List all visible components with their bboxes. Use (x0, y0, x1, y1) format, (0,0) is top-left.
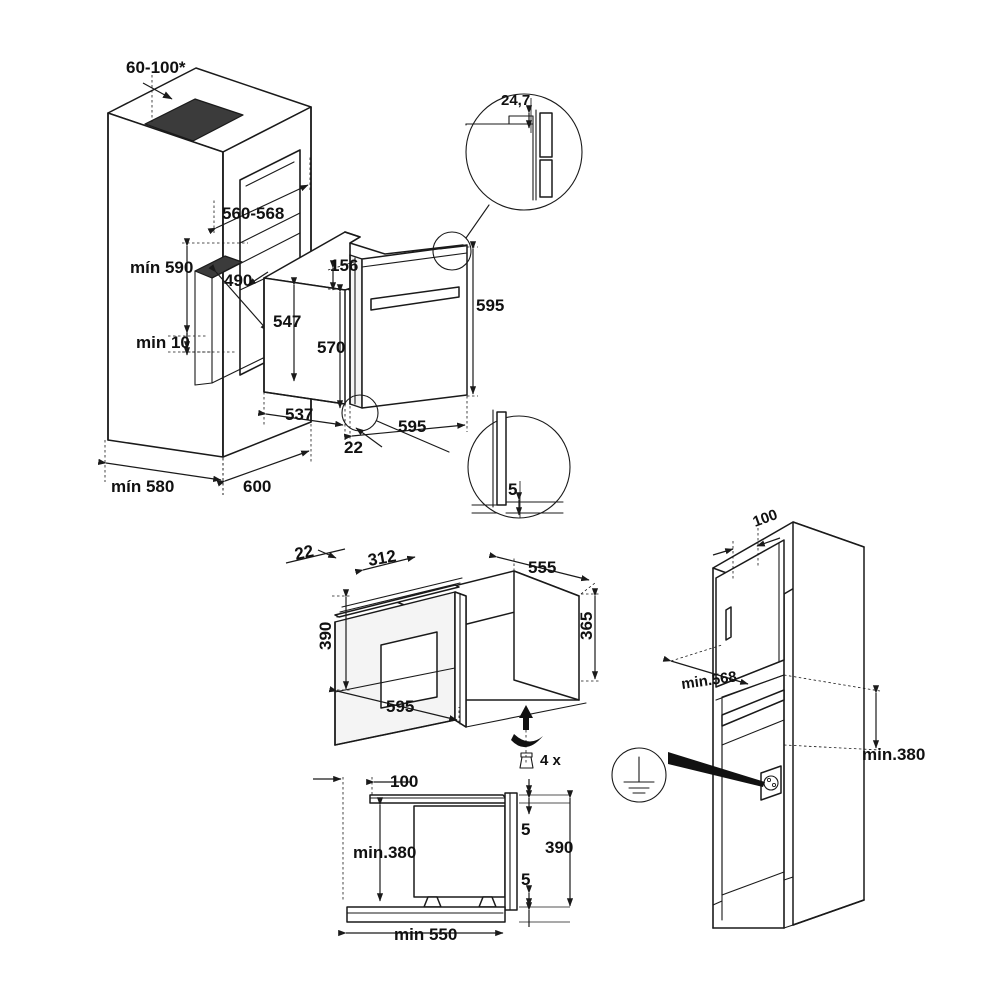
dim-label-vent: 60-100* (126, 58, 186, 77)
dim-cabinet-depth: 600 (216, 424, 312, 496)
dim-front-width: 595 (343, 396, 468, 442)
dim-front-height: 595 (467, 241, 504, 397)
dim-label-front-height: 595 (476, 296, 504, 315)
rotate-arrow-icon (511, 734, 543, 748)
dim-detail-upper: 24,7 (501, 92, 533, 133)
dim-label-bottom-gap: min 10 (136, 333, 190, 352)
dim-body-depth: 537 (257, 392, 346, 440)
dim-right-niche-height: min.380 (783, 674, 925, 764)
dim-label-niche-width: 560-568 (222, 204, 284, 223)
detail-circle-lower (467, 415, 571, 519)
dim-bottom-gap: min 10 (136, 325, 212, 356)
side-upper-shelf (369, 794, 511, 804)
dim-label-side-niche-depth: min 550 (394, 925, 457, 944)
dim-label-inner-height: 570 (317, 338, 345, 357)
side-appliance-body (413, 805, 506, 898)
dim-label-cabinet-depth: 600 (243, 477, 271, 496)
dim-compact-front-width: 595 (328, 686, 460, 745)
dim-label-side-gap-top: 5 (521, 820, 530, 839)
dim-label-front-panel-height: 156 (330, 256, 358, 275)
dim-label-compact-body-height: 365 (577, 612, 596, 640)
dim-label-compact-depth-body: 555 (528, 558, 556, 577)
dim-inner-height: 570 (317, 284, 345, 409)
dim-side-gap-bottom: 5 (519, 870, 570, 927)
dim-side-gap-top: 5 (519, 779, 570, 839)
dim-body-height: 547 (273, 277, 301, 382)
dim-label-side-niche-height: min.380 (353, 843, 416, 862)
detail-callout-upper: 24,7 (465, 92, 583, 239)
cabinet-door-handle (725, 606, 732, 641)
dim-compact-body-height: 365 (577, 588, 601, 682)
view-oven-body: 156 547 570 595 537 (257, 231, 504, 457)
dim-detail-lower: 5 (508, 480, 523, 518)
oven-front-door (349, 244, 468, 409)
dim-label-detail-upper: 24,7 (501, 92, 530, 109)
arrow-up-icon (519, 705, 533, 730)
dim-label-detail-lower: 5 (508, 480, 517, 499)
callout-circle-lower-anchor (341, 394, 379, 432)
dim-side-top-overhang: 100 (313, 772, 418, 900)
dim-label-side-gap-bottom: 5 (521, 870, 530, 889)
side-lower-shelf (346, 906, 506, 923)
screw-icon (519, 752, 534, 769)
dim-label-front-width: 595 (398, 417, 426, 436)
dim-niche-depth: 490 (208, 264, 269, 332)
dim-label-right-niche-height: min.380 (862, 745, 925, 764)
dim-vent-top: 60-100* (126, 58, 186, 122)
ventilation-opening-top (144, 98, 244, 142)
dim-label-side-top-overhang: 100 (390, 772, 418, 791)
dim-label-compact-front-width: 595 (386, 697, 414, 716)
view-compact-oven: 22 312 555 390 365 (285, 541, 601, 769)
dim-label-niche-height: mín 590 (130, 258, 193, 277)
dim-side-niche-depth: min 550 (338, 925, 504, 944)
dim-compact-front-height: 390 (316, 589, 352, 691)
dim-niche-width: 560-568 (207, 155, 311, 235)
dim-label-niche-depth: 490 (224, 271, 252, 290)
screw-count-label: 4 x (540, 752, 562, 769)
view-tall-cabinet-right: 100 min.568 min.380 (611, 506, 925, 929)
detail-callout-lower: 5 (376, 409, 571, 519)
dim-label-compact-depth-top: 312 (366, 546, 397, 570)
dim-side-niche-height: min.380 (353, 797, 416, 902)
dim-label-cabinet-depth-min: mín 580 (111, 477, 174, 496)
dim-label-side-total-height: 390 (545, 838, 573, 857)
dim-label-body-depth: 537 (285, 405, 313, 424)
view-top-left-cabinet: 60-100* 560-568 mín 590 490 min 10 (97, 58, 312, 496)
socket-pointer (668, 752, 765, 787)
dim-compact-depth-top: 312 (354, 546, 416, 575)
dim-label-door-gap: 22 (344, 438, 363, 457)
dim-label-body-height: 547 (273, 312, 301, 331)
dim-label-compact-front-height: 390 (316, 622, 335, 650)
dim-side-total-height: 390 (545, 790, 573, 907)
view-compact-oven-side: 100 min.380 5 5 390 (313, 772, 573, 944)
dim-compact-door-gap: 22 (285, 541, 346, 564)
detail-circle-upper (465, 93, 583, 211)
fixing-screw-annotation: 4 x (511, 705, 562, 769)
callout-circle-upper-anchor (432, 231, 472, 271)
dim-label-compact-door-gap: 22 (293, 541, 315, 564)
power-socket (760, 765, 782, 801)
dim-compact-depth-body: 555 (488, 552, 596, 595)
earth-ground-symbol (611, 747, 667, 803)
side-front-panel (504, 792, 518, 911)
right-cabinet-sidewall (792, 521, 865, 926)
